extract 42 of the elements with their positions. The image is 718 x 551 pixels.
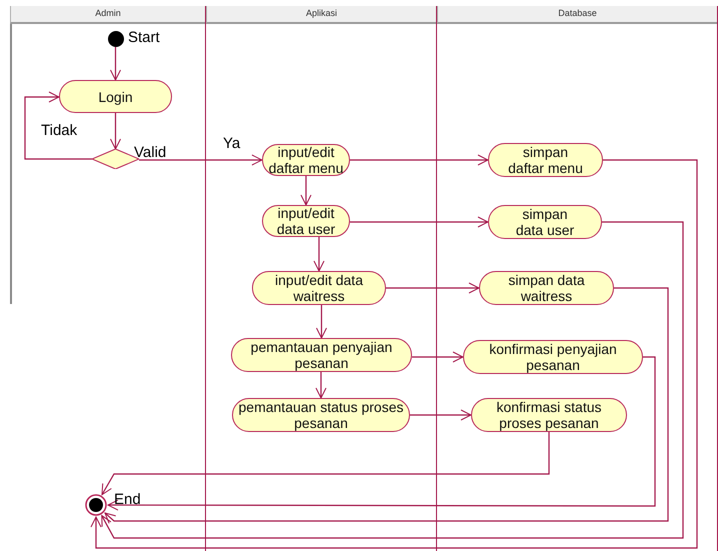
- flow-arrow: [104, 287, 669, 524]
- flow-arrow: [24, 92, 92, 160]
- node-caption: Valid: [134, 145, 166, 160]
- lane-header: Database: [437, 6, 717, 24]
- flow-arrow: [412, 352, 464, 362]
- flow-arrow: [316, 372, 326, 398]
- flow-arrow: [102, 432, 550, 496]
- flow-arrow: [90, 159, 698, 549]
- lane-header: Admin: [10, 6, 205, 24]
- activity-node: input/edit data user: [262, 205, 350, 237]
- flow-arrow: [316, 305, 327, 338]
- activity-node: simpan data user: [488, 205, 602, 239]
- activity-node: simpan daftar menu: [488, 143, 603, 177]
- activity-node: input/edit data waitress: [252, 271, 386, 305]
- swimlane: [10, 6, 206, 551]
- activity-node: konfirmasi status proses pesanan: [471, 398, 627, 432]
- flow-arrow: [139, 154, 262, 166]
- end-node: [85, 494, 107, 516]
- node-caption: End: [114, 492, 141, 507]
- node-caption: Start: [128, 30, 160, 45]
- flow-arrow: [386, 282, 480, 294]
- flow-arrow: [108, 356, 656, 511]
- flow-arrow: [110, 113, 121, 150]
- activity-node: pemantauan penyajian pesanan: [231, 338, 412, 372]
- flow-arrow: [101, 221, 684, 539]
- swimlane: [206, 6, 437, 551]
- lane-header: Aplikasi: [206, 6, 436, 24]
- edge-label: Tidak: [40, 123, 78, 138]
- activity-node: input/edit daftar menu: [262, 144, 350, 176]
- flow-arrow: [410, 410, 472, 420]
- activity-node: Login: [59, 80, 172, 113]
- flow-arrow: [300, 176, 312, 206]
- edge-label: Ya: [222, 136, 242, 151]
- activity-node: pemantauan status proses pesanan: [232, 398, 410, 432]
- activity-node: konfirmasi penyajian pesanan: [463, 340, 643, 374]
- flow-arrow: [314, 237, 324, 272]
- swimlane: [437, 6, 718, 551]
- flow-arrow: [110, 47, 121, 80]
- flow-arrow: [350, 154, 488, 166]
- flow-arrow: [350, 216, 488, 228]
- activity-node: simpan data waitress: [479, 271, 614, 305]
- start-node: [108, 31, 124, 47]
